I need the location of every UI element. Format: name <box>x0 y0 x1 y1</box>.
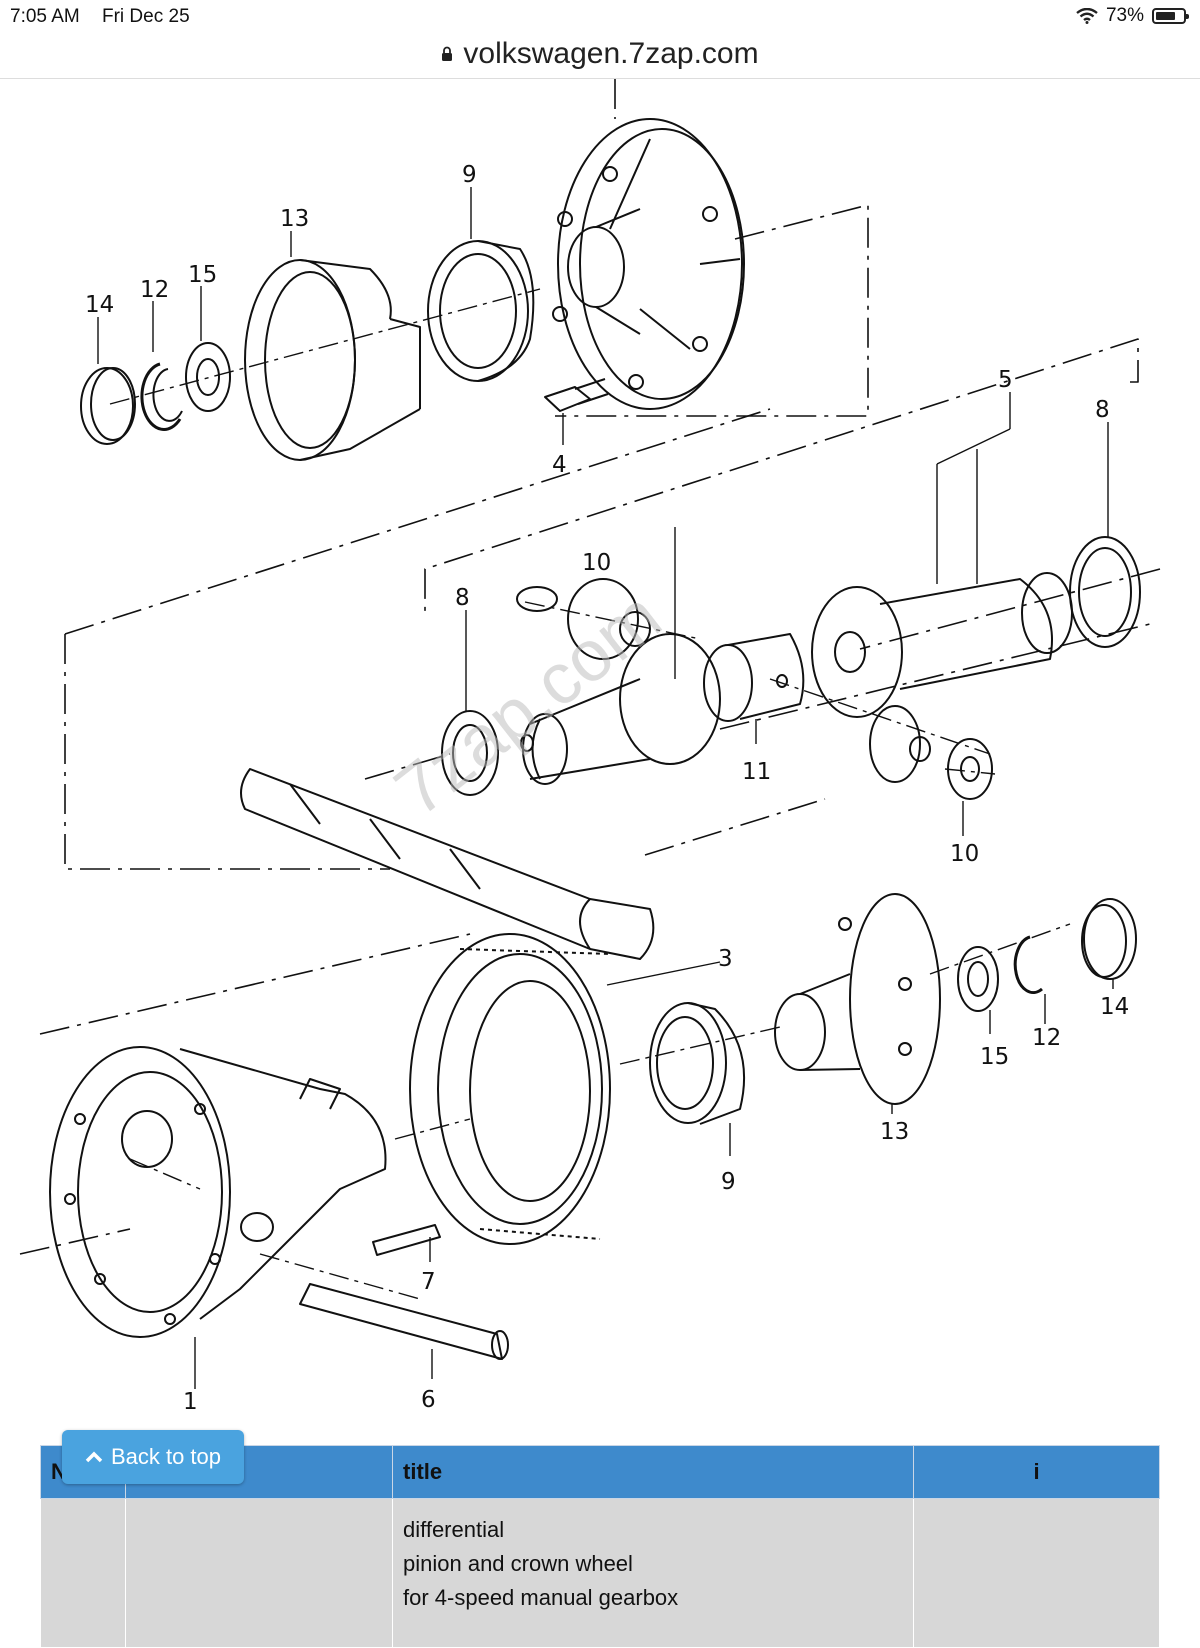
part-callout-label: 10 <box>950 841 979 867</box>
exploded-view-drawing: 7zap.com 13 9 14 12 15 4 5 8 10 8 11 10 3 13 15 12 14 9 7 6… <box>19 79 1161 1415</box>
part-callout-label: 5 <box>998 367 1013 393</box>
title-line: differential <box>403 1517 505 1542</box>
status-time: 7:05 AM <box>10 6 80 27</box>
title-line: pinion and crown wheel <box>403 1551 633 1576</box>
watermark-text: 7zap.com <box>381 576 676 831</box>
cell-part <box>125 1498 393 1648</box>
cell-title: differential pinion and crown wheel for … <box>392 1498 914 1648</box>
column-header-title[interactable]: title <box>392 1445 914 1499</box>
url-text[interactable]: volkswagen.7zap.com <box>463 37 759 70</box>
cell-n <box>40 1498 126 1648</box>
battery-icon <box>1152 8 1189 24</box>
parts-diagram: 7zap.com 13 9 14 12 15 4 5 8 10 8 11 10 3 13 15 12 14 9 7 6… <box>0 79 1200 1444</box>
part-callout-label: 14 <box>85 292 114 318</box>
table-row[interactable]: differential pinion and crown wheel for … <box>40 1498 1160 1648</box>
part-callout-label: 1 <box>183 1389 198 1415</box>
title-line: for 4-speed manual gearbox <box>403 1585 679 1610</box>
part-callout-label: 10 <box>582 550 611 576</box>
part-callout-label: 8 <box>455 585 470 611</box>
address-bar[interactable]: volkswagen.7zap.com <box>0 30 1200 79</box>
part-callout-label: 3 <box>718 946 733 972</box>
back-to-top-button[interactable]: Back to top <box>62 1430 244 1484</box>
back-to-top-label: Back to top <box>110 1444 222 1469</box>
part-callout-label: 13 <box>880 1119 909 1145</box>
table-header-row: N title i <box>40 1445 1160 1499</box>
battery-fill <box>1156 12 1175 20</box>
part-callout-label: 7 <box>421 1269 436 1295</box>
chevron-up-icon <box>85 1451 103 1463</box>
part-callout-label: 9 <box>462 162 477 188</box>
wifi-icon <box>1076 8 1098 24</box>
lock-icon <box>442 46 453 61</box>
part-callout-label: 13 <box>280 206 309 232</box>
part-callout-label: 12 <box>1032 1025 1061 1051</box>
part-callout-label: 14 <box>1100 994 1129 1020</box>
column-header-i[interactable]: i <box>913 1445 1160 1499</box>
part-callout-label: 6 <box>421 1387 436 1413</box>
part-callout-label: 9 <box>721 1169 736 1195</box>
part-callout-label: 4 <box>552 452 567 478</box>
part-callout-label: 8 <box>1095 397 1110 423</box>
status-bar: 7:05 AM Fri Dec 25 73% <box>0 0 1200 32</box>
status-right: 73% <box>1076 5 1189 27</box>
part-callout-label: 11 <box>742 759 771 785</box>
battery-percent: 73% <box>1105 5 1144 26</box>
cell-i <box>913 1498 1160 1648</box>
part-callout-label: 15 <box>980 1044 1009 1070</box>
part-callout-label: 15 <box>188 262 217 288</box>
part-callout-label: 12 <box>140 277 169 303</box>
status-date: Fri Dec 25 <box>102 6 190 27</box>
